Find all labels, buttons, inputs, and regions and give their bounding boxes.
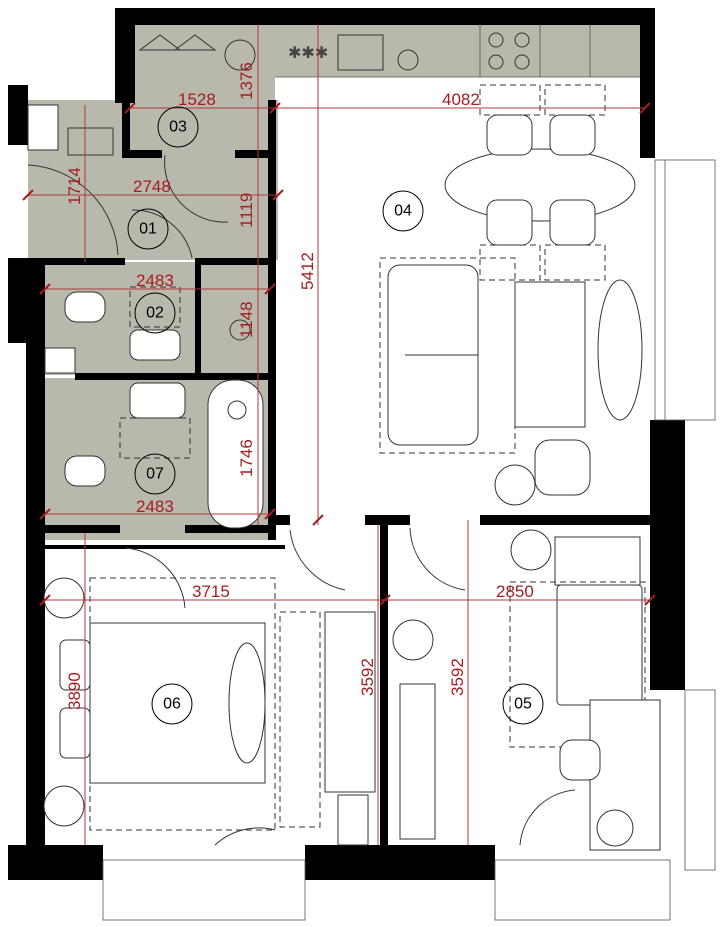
dimension-lines [22, 25, 656, 845]
windows [27, 104, 716, 921]
dim-2850: 2850 [496, 582, 534, 601]
dim-1119: 1119 [237, 193, 256, 228]
room-label-01: 01 [139, 221, 157, 238]
room-label-04: 04 [394, 203, 412, 220]
dim-3715: 3715 [192, 582, 230, 601]
room-labels: 03 01 02 04 07 06 05 [127, 106, 544, 725]
dim-1528: 1528 [178, 90, 216, 109]
dimension-labels: 1528 1376 4082 1714 2748 1119 2483 1148 … [65, 62, 534, 710]
cooktop-marks-icon: ✱✱✱ [288, 43, 328, 62]
room-label-06: 06 [163, 696, 181, 713]
room-label-02: 02 [146, 305, 164, 322]
room-label-03: 03 [169, 119, 187, 136]
bath-fixtures [27, 127, 264, 529]
room-label-05: 05 [514, 696, 532, 713]
dim-2748: 2748 [133, 177, 171, 196]
bedroom-furniture [43, 529, 376, 846]
dim-5412: 5412 [298, 252, 317, 290]
dim-1714: 1714 [65, 167, 84, 205]
dim-4082: 4082 [442, 90, 480, 109]
study-furniture [392, 527, 661, 851]
dim-1746: 1746 [237, 439, 256, 477]
living-furniture [379, 84, 643, 506]
walls [8, 8, 685, 880]
dim-3592-bedroom: 3592 [358, 658, 377, 696]
dim-1376: 1376 [237, 62, 256, 100]
dim-3890: 3890 [65, 672, 84, 710]
dim-2483-bath02: 2483 [136, 271, 174, 290]
dim-3592-study: 3592 [448, 658, 467, 696]
dim-2483-bath07: 2483 [136, 497, 174, 516]
room-label-07: 07 [146, 466, 164, 483]
dim-1148: 1148 [237, 301, 256, 338]
